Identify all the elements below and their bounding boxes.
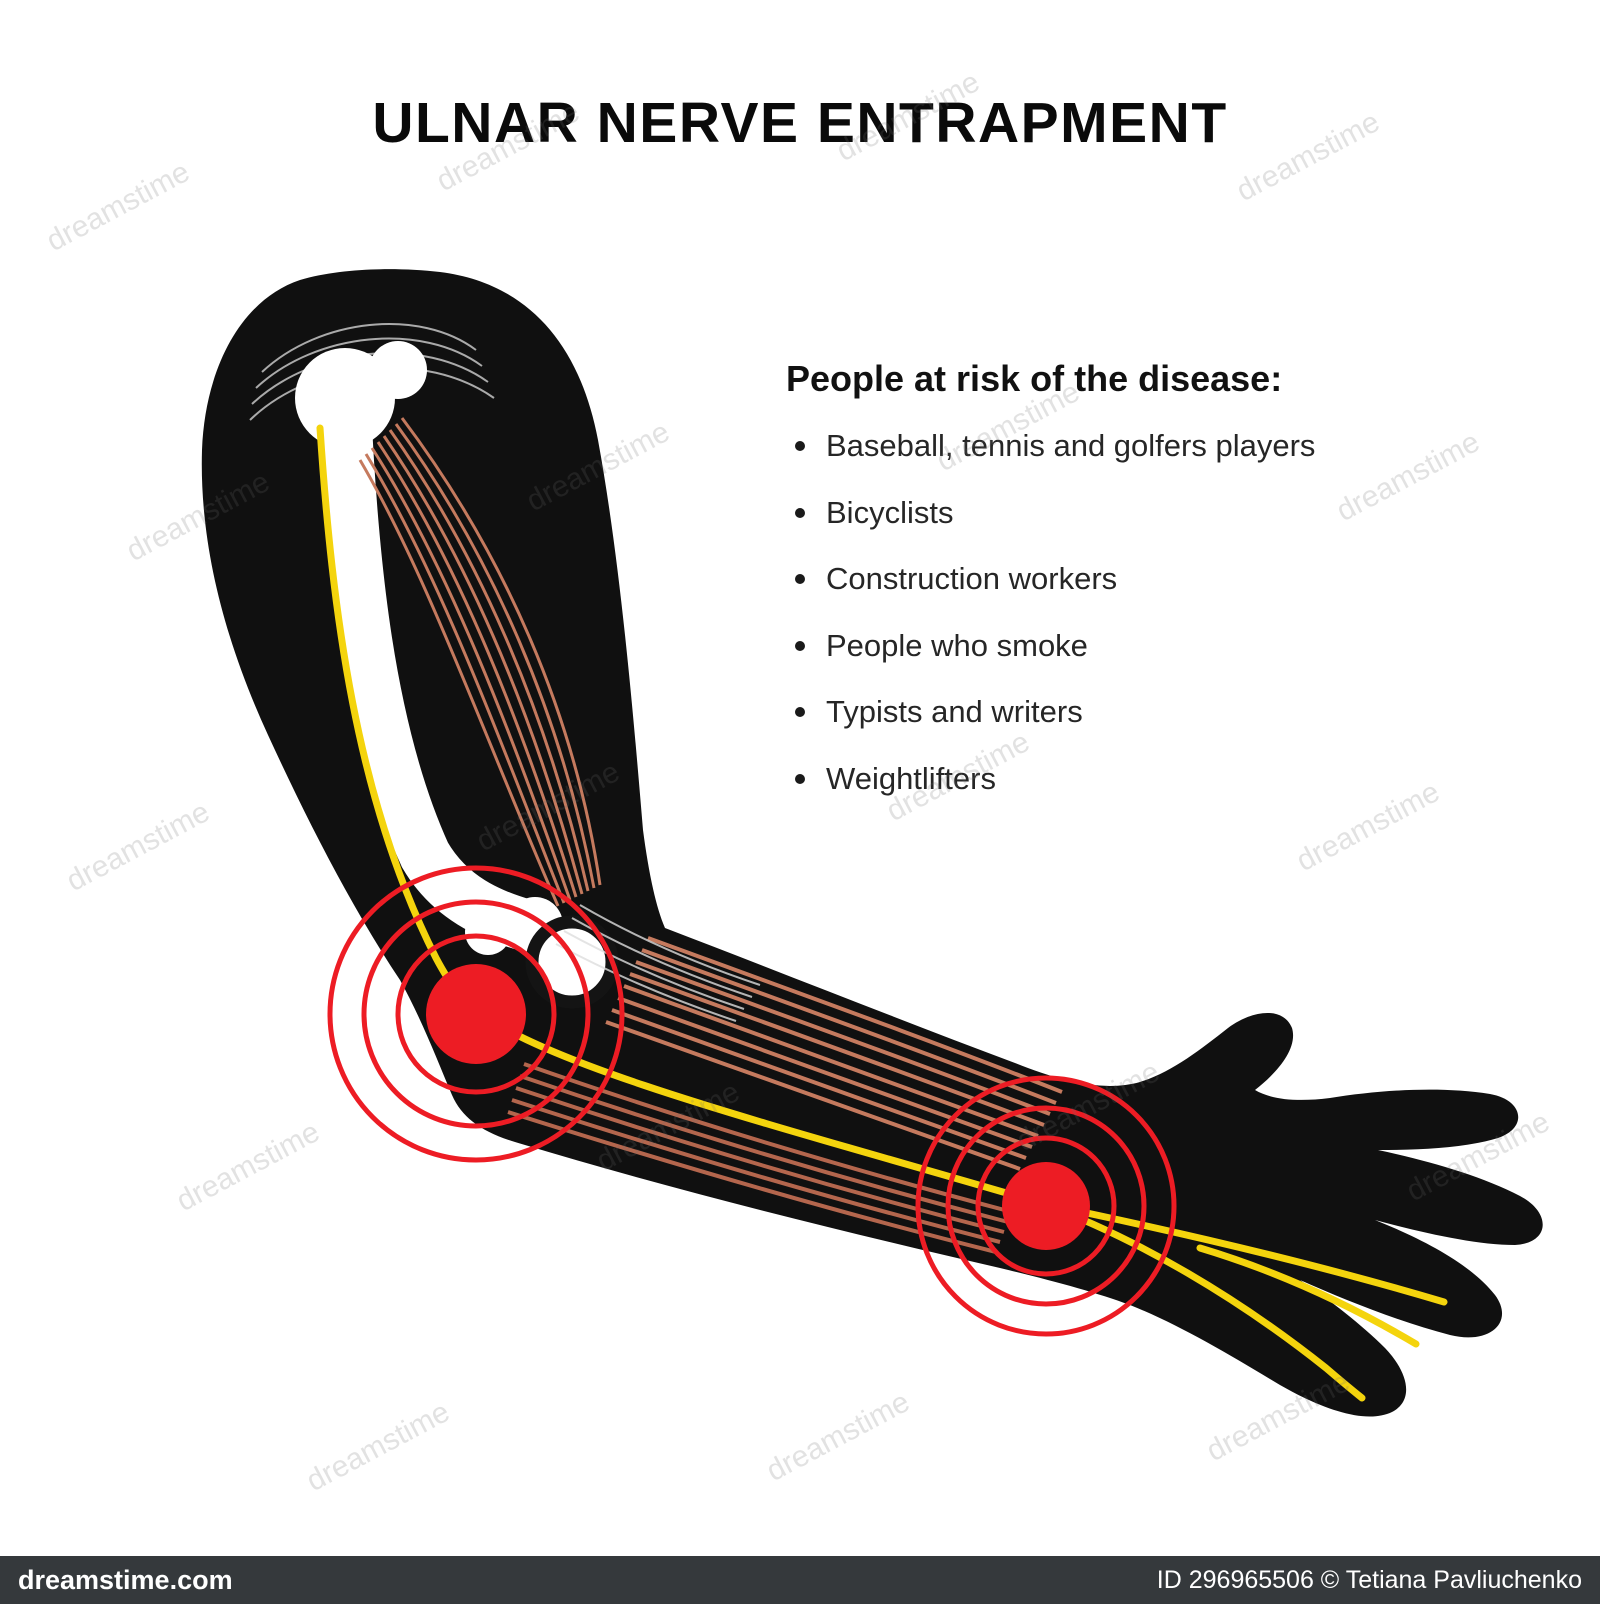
- ulnar-nerve-branch-palm: [1196, 1244, 1420, 1348]
- arm-silhouette: [201, 269, 1543, 1417]
- pain-marker-wrist: [915, 1075, 1177, 1337]
- pain-dot-elbow: [426, 964, 526, 1064]
- risk-list-item: Weightlifters: [786, 762, 1446, 796]
- footer-credit: ID 296965506 © Tetiana Pavliuchenko: [1156, 1565, 1582, 1594]
- risk-list-item: Construction workers: [786, 563, 1446, 596]
- footer-site: dreamstime.com: [18, 1564, 233, 1595]
- pain-dot-wrist: [1002, 1162, 1090, 1250]
- risk-list-item: Typists and writers: [786, 696, 1446, 729]
- risk-panel: People at risk of the disease: Baseball,…: [786, 358, 1446, 829]
- pain-marker-elbow: [327, 865, 625, 1163]
- risk-list-item: People who smoke: [786, 629, 1446, 663]
- upper-arm-muscles: [358, 417, 602, 907]
- risk-panel-heading: People at risk of the disease:: [786, 358, 1283, 399]
- shoulder-fiber-lines: [249, 323, 495, 421]
- forearm-muscles-upper: [605, 936, 1063, 1171]
- diagram-title: ULNAR NERVE ENTRAPMENT: [372, 91, 1228, 155]
- ulnar-nerve-branch-ring: [1040, 1200, 1448, 1306]
- footer-bar: dreamstime.com ID 296965506 © Tetiana Pa…: [0, 1556, 1600, 1604]
- risk-list-item: Baseball, tennis and golfers players: [786, 429, 1446, 463]
- risk-list-item: Bicyclists: [786, 496, 1446, 530]
- risk-list: Baseball, tennis and golfers players Bic…: [786, 429, 1446, 796]
